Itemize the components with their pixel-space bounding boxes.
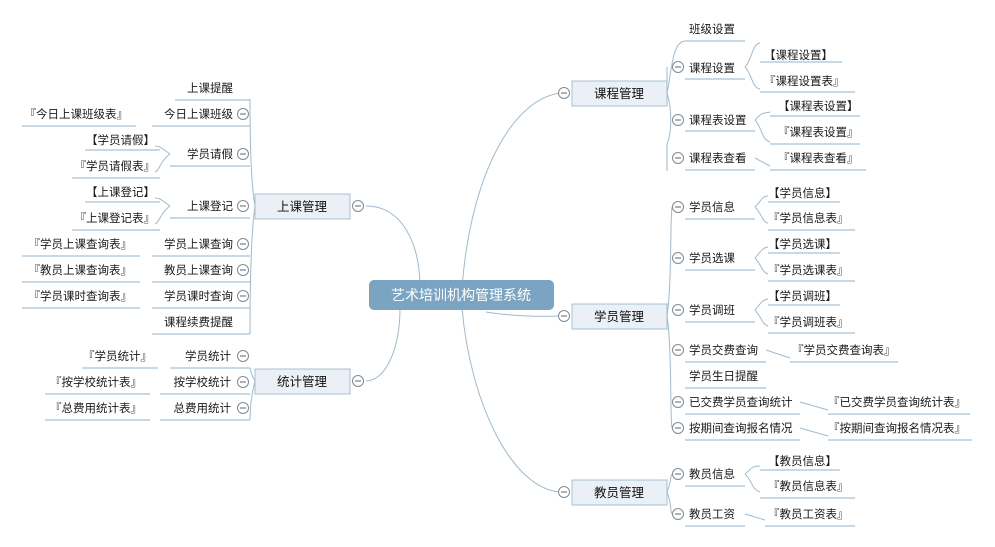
collapse-toggle-icon[interactable] — [237, 402, 249, 414]
node-gongzi-1[interactable]: 『教员工资表』 — [768, 507, 849, 521]
collapse-toggle-icon[interactable] — [672, 252, 684, 264]
collapse-toggle-icon[interactable] — [672, 152, 684, 164]
node-jy-xinxi-2[interactable]: 『教员信息表』 — [768, 479, 849, 493]
branch-xueyuan: 学员管理 学员信息 【学员信息】 『学员信息表』 学员选课 【学员选课】 『学员… — [558, 186, 972, 441]
node-yjf[interactable]: 已交费学员查询统计 — [689, 395, 793, 409]
root-links — [365, 92, 561, 493]
branch-jiaoyuan: 教员管理 教员信息 【教员信息】 『教员信息表』 教员工资 『教员工资表』 — [558, 454, 855, 527]
collapse-toggle-icon[interactable] — [237, 376, 249, 388]
node-kbck[interactable]: 课程表查看 — [689, 151, 747, 165]
branch-label-xueyuan: 学员管理 — [594, 309, 645, 324]
node-yjf-1[interactable]: 『已交费学员查询统计表』 — [828, 395, 966, 409]
node-dengji-2[interactable]: 『上课登记表』 — [75, 211, 156, 225]
collapse-toggle-icon[interactable] — [558, 486, 570, 498]
collapse-toggle-icon[interactable] — [672, 61, 684, 73]
node-jinri[interactable]: 今日上课班级 — [164, 107, 233, 121]
node-jiaofei-1[interactable]: 『学员交费查询表』 — [792, 343, 896, 357]
node-tiaoban-1[interactable]: 【学员调班】 — [768, 289, 837, 303]
node-kcsz[interactable]: 课程设置 — [689, 61, 735, 75]
collapse-toggle-icon[interactable] — [672, 304, 684, 316]
root-node[interactable]: 艺术培训机构管理系统 — [369, 280, 554, 310]
node-kbsz[interactable]: 课程表设置 — [689, 113, 747, 127]
node-jiaofei[interactable]: 学员交费查询 — [689, 343, 758, 357]
node-kbck-1[interactable]: 『课程表查看』 — [778, 151, 859, 165]
collapse-toggle-icon[interactable] — [672, 114, 684, 126]
node-xytj[interactable]: 学员统计 — [185, 349, 231, 363]
branch-jiaoyuan-links — [666, 465, 766, 521]
node-xy-xinxi-2[interactable]: 『学员信息表』 — [768, 211, 849, 225]
collapse-toggle-icon[interactable] — [237, 350, 249, 362]
node-xycx-1[interactable]: 『学员上课查询表』 — [29, 237, 133, 251]
node-xuanke-2[interactable]: 『学员选课表』 — [768, 263, 849, 277]
node-xy-xinxi[interactable]: 学员信息 — [689, 200, 735, 214]
branch-tongji-links — [249, 367, 256, 421]
branch-kecheng: 课程管理 班级设置 课程设置 【课程设置】 『课程设置表』 课程表设置 【课程表… — [558, 22, 866, 171]
node-jinri-1[interactable]: 『今日上课班级表』 — [25, 107, 129, 121]
collapse-toggle-icon[interactable] — [237, 148, 249, 160]
node-xycx[interactable]: 学员上课查询 — [164, 237, 233, 251]
node-xy-xinxi-1[interactable]: 【学员信息】 — [768, 186, 837, 200]
collapse-toggle-icon[interactable] — [352, 200, 364, 212]
node-jy-xinxi[interactable]: 教员信息 — [689, 467, 735, 481]
node-qijian[interactable]: 按期间查询报名情况 — [689, 421, 793, 435]
collapse-toggle-icon[interactable] — [672, 396, 684, 408]
node-jy-xinxi-1[interactable]: 【教员信息】 — [768, 454, 837, 468]
node-qingjia-2[interactable]: 『学员请假表』 — [75, 159, 156, 173]
node-kcsz-2[interactable]: 『课程设置表』 — [764, 74, 845, 88]
node-kbsz-1[interactable]: 【课程表设置】 — [778, 99, 859, 113]
node-dengji-1[interactable]: 【上课登记】 — [86, 185, 155, 199]
branch-xueyuan-links — [666, 195, 829, 437]
collapse-toggle-icon[interactable] — [672, 201, 684, 213]
node-jycx[interactable]: 教员上课查询 — [164, 263, 233, 277]
node-xuanke-1[interactable]: 【学员选课】 — [768, 237, 837, 251]
branch-shangke-links — [154, 98, 256, 335]
collapse-toggle-icon[interactable] — [237, 200, 249, 212]
collapse-toggle-icon[interactable] — [672, 344, 684, 356]
branch-shangke: 上课管理 上课提醒 今日上课班级 『今日上课班级表』 学员请假 【学员请假】 『… — [22, 81, 364, 335]
node-kcsz-1[interactable]: 【课程设置】 — [764, 48, 833, 62]
node-xufei[interactable]: 课程续费提醒 — [164, 315, 233, 329]
collapse-toggle-icon[interactable] — [352, 375, 364, 387]
collapse-toggle-icon[interactable] — [237, 290, 249, 302]
node-zfy-1[interactable]: 『总费用统计表』 — [50, 401, 142, 415]
node-xytj-1[interactable]: 『学员统计』 — [83, 349, 152, 363]
node-tixing[interactable]: 上课提醒 — [187, 81, 233, 95]
branch-label-jiaoyuan: 教员管理 — [594, 485, 645, 500]
node-tiaoban-2[interactable]: 『学员调班表』 — [768, 315, 849, 329]
node-qingjia-1[interactable]: 【学员请假】 — [86, 133, 155, 147]
collapse-toggle-icon[interactable] — [558, 310, 570, 322]
node-zfy[interactable]: 总费用统计 — [174, 401, 232, 415]
branch-kecheng-links — [666, 40, 771, 171]
branch-label-kecheng: 课程管理 — [594, 86, 645, 101]
node-xuanke[interactable]: 学员选课 — [689, 251, 735, 265]
collapse-toggle-icon[interactable] — [237, 264, 249, 276]
collapse-toggle-icon[interactable] — [558, 87, 570, 99]
node-xxtj-1[interactable]: 『按学校统计表』 — [50, 375, 142, 389]
collapse-toggle-icon[interactable] — [237, 108, 249, 120]
collapse-toggle-icon[interactable] — [672, 468, 684, 480]
branch-tongji: 统计管理 学员统计 『学员统计』 按学校统计 『按学校统计表』 总费用统计 『总… — [45, 349, 364, 421]
node-shengri[interactable]: 学员生日提醒 — [689, 369, 758, 383]
node-dengji[interactable]: 上课登记 — [187, 199, 233, 213]
node-tiaoban[interactable]: 学员调班 — [689, 303, 735, 317]
node-xxtj[interactable]: 按学校统计 — [174, 375, 232, 389]
node-qijian-1[interactable]: 『按期间查询报名情况表』 — [828, 421, 966, 435]
collapse-toggle-icon[interactable] — [672, 508, 684, 520]
root-label: 艺术培训机构管理系统 — [391, 288, 531, 304]
node-kscx[interactable]: 学员课时查询 — [164, 289, 233, 303]
node-jycx-1[interactable]: 『教员上课查询表』 — [29, 263, 133, 277]
node-qingjia[interactable]: 学员请假 — [187, 147, 233, 161]
collapse-toggle-icon[interactable] — [237, 238, 249, 250]
branch-label-tongji: 统计管理 — [277, 374, 328, 389]
collapse-toggle-icon[interactable] — [672, 422, 684, 434]
node-kbsz-2[interactable]: 『课程表设置』 — [778, 125, 859, 139]
node-gongzi[interactable]: 教员工资 — [689, 507, 735, 521]
branch-label-shangke: 上课管理 — [277, 199, 328, 214]
node-kscx-1[interactable]: 『学员课时查询表』 — [29, 289, 133, 303]
node-banji[interactable]: 班级设置 — [689, 22, 735, 36]
